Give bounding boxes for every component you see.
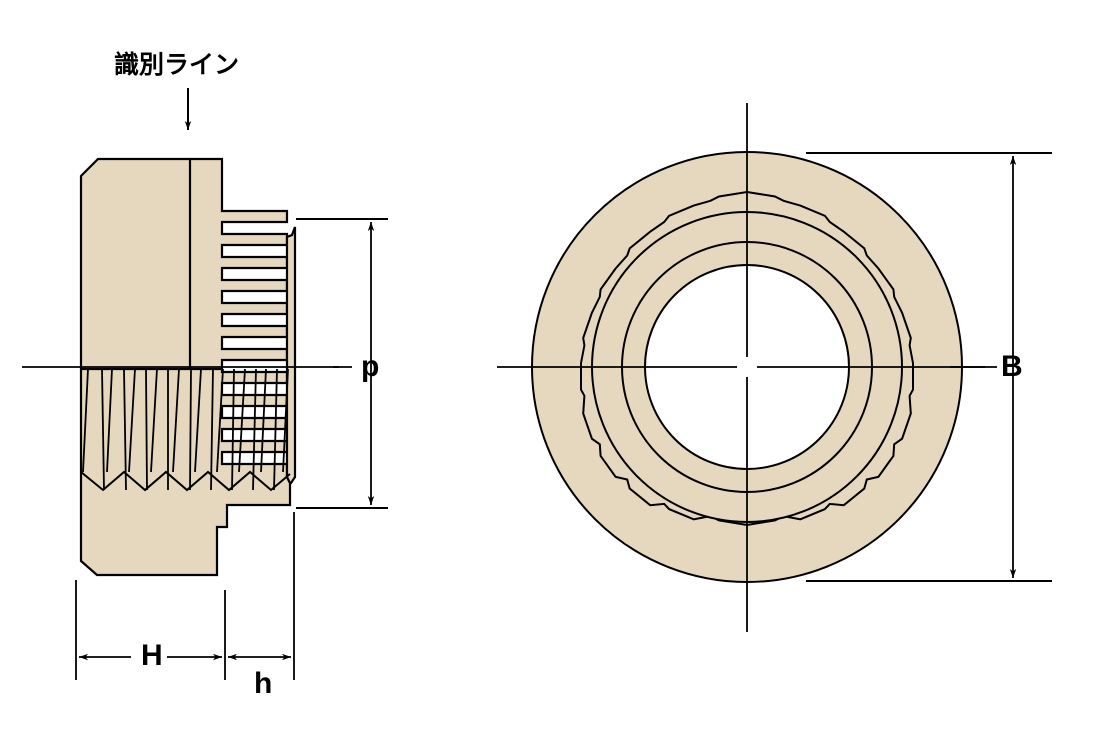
section-view: [22, 88, 339, 577]
dimension-B: [806, 152, 1052, 582]
dimension-label-h: h: [254, 667, 273, 700]
serration-outer-face: [285, 226, 297, 485]
dimension-H-h: [75, 512, 295, 680]
identification-line-callout-label: 識別ライン: [114, 51, 240, 79]
dimension-p: [296, 218, 388, 509]
thread-flank-lines: [82, 368, 289, 491]
dimension-label-p: p: [361, 350, 380, 383]
plan-view: [497, 103, 997, 632]
thread-root-zigzag: [80, 470, 291, 492]
dimension-label-H: H: [141, 639, 163, 672]
dimension-label-B: B: [1001, 350, 1023, 383]
